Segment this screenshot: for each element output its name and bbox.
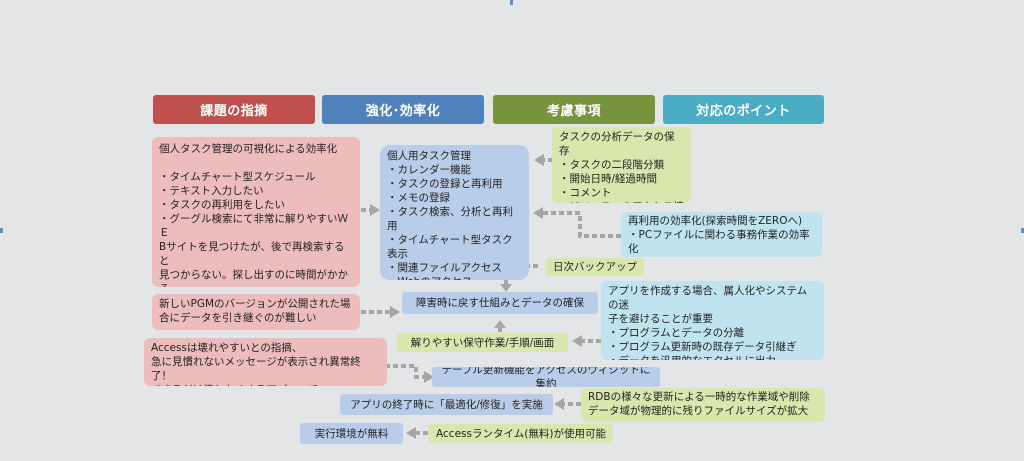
pt-reuse-efficiency: 再利用の効率化(探索時間をZEROへ) ・PCファイルに関わる事務作業の効率化 … xyxy=(621,212,822,257)
cons-analysis-data: タスクの分析データの保存 ・タスクの二段階分類 ・開始日時/経過時間 ・コメント… xyxy=(552,127,691,203)
enh-runtime-free: 実行環境が無料 xyxy=(300,423,403,444)
cons-rdb-growth: RDBの様々な更新による一時的な作業域や削除 データ域が物理的に残りファイルサイ… xyxy=(581,388,825,422)
issue-pgm-version: 新しいPGMのバージョンが公開された場 合にデータを引き継ぐのが難しい xyxy=(152,294,360,330)
header-consider: 考慮事項 xyxy=(493,95,655,124)
enh-personal-task: 個人用タスク管理 ・カレンダー機能 ・タスクの登録と再利用 ・メモの登録 ・タス… xyxy=(380,145,529,280)
selection-handle-right xyxy=(1021,228,1024,233)
header-enhance: 強化･効率化 xyxy=(322,95,484,124)
header-points: 対応のポイント xyxy=(663,95,824,124)
cons-maintenance: 解りやすい保守作業/手順/画面 xyxy=(397,333,568,352)
selection-handle-left xyxy=(0,228,3,233)
cons-daily-backup: 日次バックアップ xyxy=(546,258,644,276)
pt-app-design: アプリを作成する場合、属人化やシステムの迷 子を避けることが重要 ・プログラムと… xyxy=(601,281,824,360)
issue-access-fragile: Accessは壊れやすいとの指摘、 急に見慣れないメッセージが表示され異常終了！… xyxy=(144,338,387,386)
header-issues: 課題の指摘 xyxy=(153,95,315,124)
enh-recovery: 障害時に戻す仕組みとデータの確保 xyxy=(402,292,598,314)
issue-personal-task: 個人タスク管理の可視化による効率化 ・タイムチャート型スケジュール ・テキスト入… xyxy=(152,137,360,287)
enh-optimize: アプリの終了時に「最適化/修復」を実施 xyxy=(340,394,553,415)
enh-table-update: テーブル更新機能をアクセスのウィジットに集約 xyxy=(432,367,660,387)
selection-handle-top xyxy=(510,0,513,5)
cons-access-runtime: Accessランタイム(無料)が使用可能 xyxy=(429,424,613,443)
